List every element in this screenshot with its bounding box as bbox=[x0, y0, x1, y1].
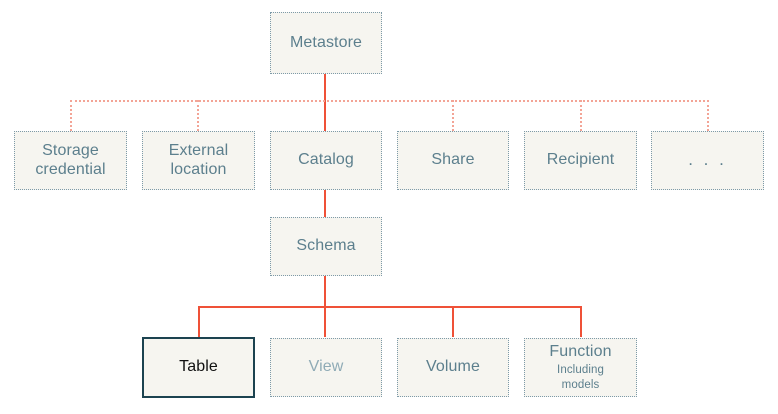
node-view-label: View bbox=[308, 358, 344, 376]
node-metastore[interactable]: Metastore bbox=[270, 12, 382, 74]
node-storage-credential-label-line1: Storage bbox=[42, 141, 99, 159]
node-function-sublabel-line1: Including bbox=[557, 363, 604, 376]
node-external-location[interactable]: External location bbox=[142, 131, 255, 190]
node-storage-credential[interactable]: Storage credential bbox=[14, 131, 127, 190]
node-catalog-label: Catalog bbox=[298, 151, 354, 169]
node-function[interactable]: Function Including models bbox=[524, 338, 637, 397]
connector-bus-to-storage-credential bbox=[70, 100, 72, 131]
connector-bus-to-view bbox=[324, 306, 326, 337]
node-recipient-label: Recipient bbox=[546, 151, 615, 169]
node-function-sublabel-line2: models bbox=[561, 378, 600, 391]
connector-bus-to-function bbox=[580, 306, 582, 337]
node-function-label: Function bbox=[549, 343, 612, 361]
node-storage-credential-label-line2: credential bbox=[35, 160, 106, 178]
connector-schema-stem bbox=[324, 276, 326, 307]
connector-bus-to-external-location bbox=[197, 100, 199, 131]
node-share[interactable]: Share bbox=[397, 131, 509, 190]
node-external-location-label-line1: External bbox=[168, 141, 229, 159]
node-volume[interactable]: Volume bbox=[397, 338, 509, 397]
connector-bus-to-table bbox=[198, 306, 200, 337]
node-metastore-label: Metastore bbox=[289, 33, 363, 51]
node-more-ellipsis-label: . . . bbox=[688, 150, 727, 170]
node-share-label: Share bbox=[431, 151, 475, 169]
connector-bus-to-more bbox=[707, 100, 709, 131]
node-catalog[interactable]: Catalog bbox=[270, 131, 382, 190]
connector-bus-to-share bbox=[452, 100, 454, 131]
node-schema[interactable]: Schema bbox=[270, 217, 382, 276]
connector-bus-to-recipient bbox=[580, 100, 582, 131]
node-table[interactable]: Table bbox=[142, 337, 255, 398]
connector-data-object-bus bbox=[198, 306, 582, 308]
node-volume-label: Volume bbox=[426, 358, 480, 376]
node-table-label: Table bbox=[179, 358, 218, 376]
connector-catalog-to-schema bbox=[324, 190, 326, 217]
connector-bus-to-volume bbox=[452, 306, 454, 337]
connector-metastore-to-catalog bbox=[324, 74, 326, 133]
node-more-ellipsis[interactable]: . . . bbox=[651, 131, 764, 190]
node-external-location-label-line2: location bbox=[170, 160, 227, 178]
node-view[interactable]: View bbox=[270, 338, 382, 397]
node-recipient[interactable]: Recipient bbox=[524, 131, 637, 190]
node-schema-label: Schema bbox=[296, 237, 356, 255]
connector-securable-bus bbox=[70, 100, 709, 102]
